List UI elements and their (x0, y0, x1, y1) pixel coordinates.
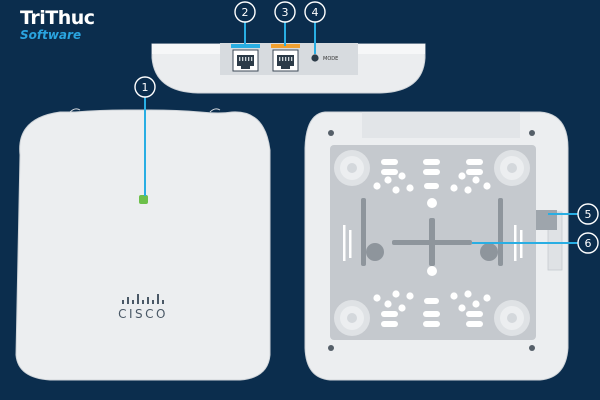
callout-2: 2 (234, 1, 256, 46)
ethernet-port-icon (272, 49, 299, 72)
callout-5: 5 (548, 203, 599, 225)
callout-number: 4 (312, 6, 319, 19)
brand-logo: TriThuc Software (20, 7, 95, 42)
callout-6: 6 (472, 232, 599, 254)
callout-number: 2 (242, 6, 249, 19)
callout-number: 3 (282, 6, 289, 19)
mounting-rails (361, 198, 503, 266)
callout-number: 5 (585, 208, 592, 221)
callout-4: 4 (304, 1, 326, 54)
mode-label: MODE (323, 56, 338, 62)
mounting-slots (343, 159, 523, 327)
device-edge-view: MODE (151, 43, 426, 94)
callout-number: 1 (142, 81, 149, 94)
screw-icon (328, 130, 535, 351)
callout-1: 1 (134, 76, 156, 196)
callout-3: 3 (274, 1, 296, 46)
cisco-logo-icon (122, 294, 164, 304)
status-led-icon (139, 195, 148, 204)
device-front-view: CISCO (15, 108, 271, 381)
mounting-boss-icon (334, 150, 530, 336)
mode-button-icon (311, 54, 319, 62)
ethernet-port-icon (232, 49, 259, 72)
callout-number: 6 (585, 237, 592, 250)
device-back-view (304, 111, 569, 381)
brand-name-line1: TriThuc (20, 7, 95, 29)
brand-name-line2: Software (20, 28, 82, 42)
device-logo-text: CISCO (118, 307, 168, 321)
